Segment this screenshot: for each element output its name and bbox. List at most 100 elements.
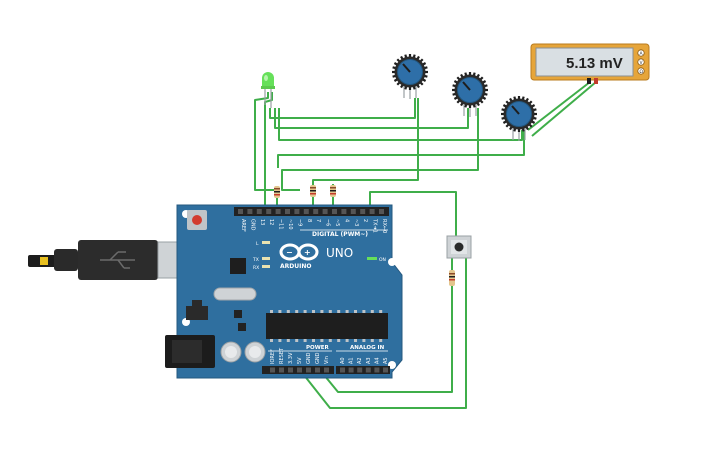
arduino-logo-icon xyxy=(279,243,319,261)
potentiometer-3[interactable] xyxy=(501,96,537,141)
resistor-button[interactable] xyxy=(449,270,455,286)
power-pin-label: 5V xyxy=(297,357,303,364)
wire-pot2[interactable] xyxy=(274,108,469,129)
led-rx-label: RX xyxy=(253,265,259,271)
analog-label: ANALOG IN xyxy=(350,345,385,351)
power-pin[interactable] xyxy=(306,367,311,373)
digital-pin-label: ~6 xyxy=(325,219,331,226)
wire-pot3[interactable] xyxy=(278,108,523,141)
mode-a-label: A xyxy=(640,51,644,57)
power-pins[interactable] xyxy=(270,367,329,373)
digital-pin[interactable] xyxy=(350,209,356,214)
arduino-logo-text: ARDUINO xyxy=(280,263,311,270)
analog-pin-label: A4 xyxy=(374,357,380,364)
mode-v-label: V xyxy=(640,60,644,66)
capacitor xyxy=(220,341,242,363)
probe-black[interactable] xyxy=(587,78,591,84)
resistor-r2[interactable] xyxy=(310,185,316,197)
digital-pin[interactable] xyxy=(256,209,262,214)
power-pin-label: GND xyxy=(315,352,321,364)
potentiometers xyxy=(392,54,537,141)
status-leds: L TX RX xyxy=(252,241,270,271)
wire-led-to-gnd[interactable] xyxy=(264,92,273,205)
potentiometer-2[interactable] xyxy=(452,72,488,117)
analog-pin-label: A2 xyxy=(357,357,363,364)
power-jack[interactable] xyxy=(165,335,215,368)
digital-pin[interactable] xyxy=(332,209,337,214)
green-led[interactable] xyxy=(261,72,275,108)
voltage-regulator xyxy=(186,300,208,320)
resistor-r3[interactable] xyxy=(330,185,336,197)
wire-res-to-gnd[interactable] xyxy=(319,286,453,393)
digital-pin[interactable] xyxy=(285,209,290,214)
digital-pin[interactable] xyxy=(266,209,272,214)
board-model: UNO xyxy=(326,246,353,260)
digital-pin[interactable] xyxy=(247,209,253,214)
analog-pins[interactable] xyxy=(340,367,388,373)
wire-pot2-b[interactable] xyxy=(281,108,479,191)
resistor-led[interactable] xyxy=(274,186,280,198)
push-button[interactable] xyxy=(446,235,472,259)
wire-pot1-b[interactable] xyxy=(312,98,419,205)
potentiometer-1[interactable] xyxy=(392,54,428,99)
analog-pin[interactable] xyxy=(357,367,363,373)
digital-pin-label: 13 xyxy=(259,219,265,225)
analog-pin[interactable] xyxy=(348,367,354,373)
power-pin[interactable] xyxy=(324,367,329,373)
microcontroller-chip xyxy=(266,313,388,339)
crystal xyxy=(213,287,257,301)
digital-pin-label: 2 xyxy=(362,219,368,222)
digital-pin[interactable] xyxy=(379,209,384,214)
analog-pin[interactable] xyxy=(374,367,380,373)
analog-pin-label: A1 xyxy=(349,357,355,364)
digital-pin[interactable] xyxy=(303,209,309,214)
wire-button-5v[interactable] xyxy=(299,258,467,409)
wire-pot1[interactable] xyxy=(269,98,416,119)
analog-pin[interactable] xyxy=(340,367,345,373)
probe-red[interactable] xyxy=(594,78,598,84)
digital-pin[interactable] xyxy=(322,209,328,214)
digital-pin[interactable] xyxy=(360,209,366,214)
digital-pin[interactable] xyxy=(238,209,243,214)
power-pin-label: Vin xyxy=(324,356,330,364)
digital-pin-label: 4 xyxy=(343,219,349,222)
digital-pin[interactable] xyxy=(369,209,375,214)
digital-pin-label: ~11 xyxy=(278,219,284,230)
wire-mm-1[interactable] xyxy=(527,81,591,131)
led-rx xyxy=(262,265,270,268)
wire-pin2-to-button[interactable] xyxy=(369,191,457,238)
digital-pin[interactable] xyxy=(341,209,347,214)
power-pin[interactable] xyxy=(279,367,284,373)
power-label: POWER xyxy=(306,345,330,351)
power-pin[interactable] xyxy=(315,367,320,373)
mode-ohm-button xyxy=(637,67,645,75)
analog-pin[interactable] xyxy=(365,367,371,373)
wire-pot3-b[interactable] xyxy=(277,130,525,168)
digital-pin[interactable] xyxy=(275,209,281,214)
arduino-logo-minus: − xyxy=(286,248,293,257)
digital-pin-label: 12 xyxy=(268,219,274,225)
power-pin[interactable] xyxy=(288,367,293,373)
power-pin[interactable] xyxy=(297,367,302,373)
multimeter[interactable]: 5.13 mV A V Ω xyxy=(530,43,650,84)
capacitor xyxy=(244,341,266,363)
led-tx xyxy=(262,257,270,260)
multimeter-mode-buttons[interactable]: A V Ω xyxy=(637,49,645,75)
wire-mm-2[interactable] xyxy=(531,81,597,137)
reset-button[interactable] xyxy=(187,210,207,230)
digital-pin-label: 7 xyxy=(315,219,321,222)
mount-hole xyxy=(388,258,396,266)
digital-pin[interactable] xyxy=(313,209,319,214)
analog-pin[interactable] xyxy=(383,367,388,373)
analog-pin-label: A3 xyxy=(366,357,372,364)
digital-pin-label: ~9 xyxy=(296,219,302,226)
digital-pin-label: 8 xyxy=(306,219,312,222)
power-pin[interactable] xyxy=(270,367,275,373)
digital-pins[interactable] xyxy=(238,209,384,214)
wires xyxy=(254,81,597,409)
digital-pin[interactable] xyxy=(294,209,300,214)
